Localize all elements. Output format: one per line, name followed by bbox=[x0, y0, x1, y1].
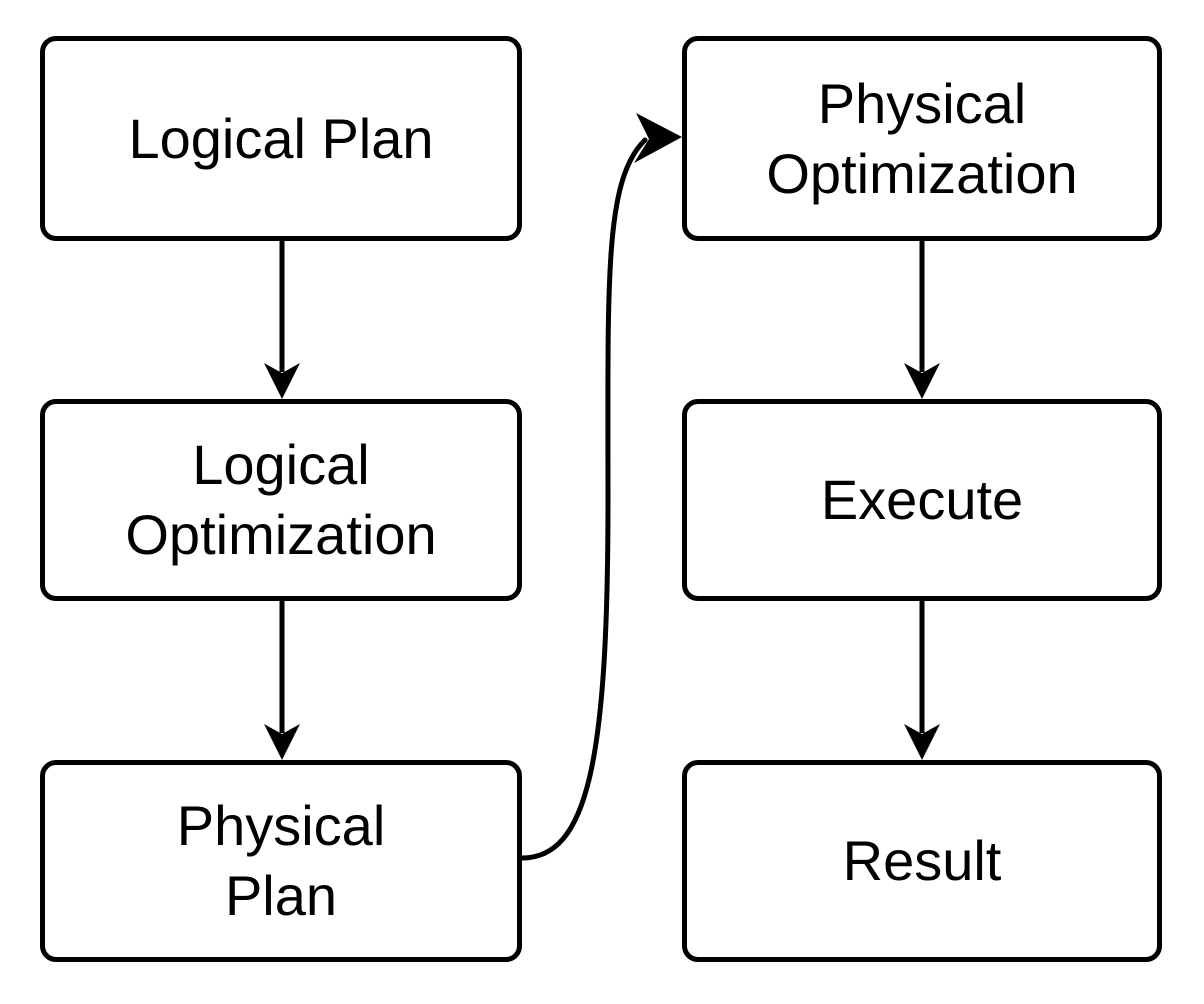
node-execute[interactable]: Execute bbox=[682, 399, 1162, 601]
edge-logical-optimization-to-physical-plan bbox=[264, 601, 300, 760]
edge-execute-to-result bbox=[904, 601, 940, 760]
node-physical-optimization[interactable]: Physical Optimization bbox=[682, 36, 1162, 241]
node-result[interactable]: Result bbox=[682, 760, 1162, 962]
node-logical-optimization[interactable]: Logical Optimization bbox=[40, 399, 522, 601]
node-physical-optimization-label: Physical Optimization bbox=[766, 71, 1078, 205]
node-physical-plan-label: Physical Plan bbox=[176, 794, 386, 927]
node-result-label: Result bbox=[842, 829, 1002, 892]
node-execute-label: Execute bbox=[820, 468, 1024, 531]
node-physical-plan[interactable]: Physical Plan bbox=[40, 760, 522, 962]
node-logical-plan-label: Logical Plan bbox=[128, 106, 434, 170]
node-logical-plan[interactable]: Logical Plan bbox=[40, 36, 522, 241]
edge-logical-plan-to-logical-optimization bbox=[264, 241, 300, 399]
edge-physical-optimization-to-execute bbox=[904, 241, 940, 399]
edge-physical-plan-to-physical-optimization bbox=[519, 113, 682, 861]
node-logical-optimization-label: Logical Optimization bbox=[125, 433, 437, 566]
